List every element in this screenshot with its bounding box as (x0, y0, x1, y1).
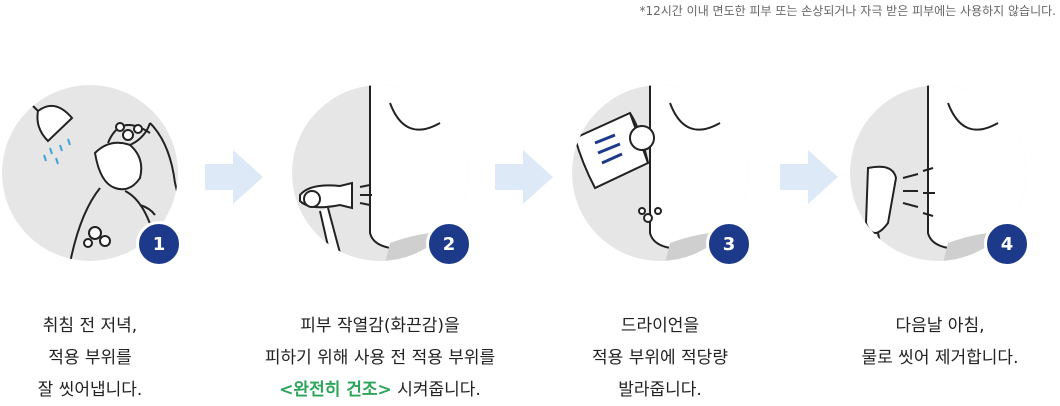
arrow-right-icon (205, 150, 263, 204)
step-1-illustration (2, 85, 178, 261)
step-3-number-badge: 3 (706, 221, 752, 267)
caption-line: 발라줍니다. (618, 380, 702, 400)
step-2-number-badge: 2 (426, 221, 472, 267)
caption-line: 피부 작열감(화끈감)을 (300, 316, 460, 336)
caption-line: 피하기 위해 사용 전 적용 부위를 (264, 348, 496, 368)
caption-line: 물로 씻어 제거합니다. (861, 348, 1019, 368)
step-4-caption: 다음날 아침, 물로 씻어 제거합니다. (790, 310, 1060, 374)
caption-suffix: 시켜줍니다. (391, 380, 481, 400)
caption-line: 적용 부위에 적당량 (592, 348, 728, 368)
step-4-number-badge: 4 (984, 221, 1030, 267)
caption-line: 다음날 아침, (895, 316, 985, 336)
step-3-caption: 드라이언을 적용 부위에 적당량 발라줍니다. (510, 310, 810, 406)
shower-head-icon (29, 102, 74, 165)
arrow-right-icon (780, 150, 838, 204)
caption-line: 적용 부위를 (48, 348, 132, 368)
arrow-right-icon (495, 150, 553, 204)
roll-on-bottle-icon (573, 111, 655, 190)
step-1-caption: 취침 전 저녁, 적용 부위를 잘 씻어냅니다. (0, 310, 240, 406)
step-2: 2 (290, 83, 472, 267)
usage-warning-note: *12시간 이내 면도한 피부 또는 손상되거나 자극 받은 피부에는 사용하지… (639, 4, 1056, 18)
caption-line: 잘 씻어냅니다. (37, 380, 143, 400)
step-2-caption: 피부 작열감(화끈감)을 피하기 위해 사용 전 적용 부위를 <완전히 건조>… (230, 310, 530, 406)
caption-line: 취침 전 저녁, (42, 316, 138, 336)
step-4: 4 (848, 83, 1030, 267)
step-1-number-badge: 1 (136, 221, 182, 267)
caption-line: <완전히 건조> 시켜줍니다. (230, 374, 530, 406)
caption-highlight: <완전히 건조> (279, 380, 392, 400)
step-3: 3 (570, 83, 752, 267)
step-1: 1 (0, 83, 182, 267)
step-3-illustration (572, 85, 748, 261)
caption-line: 드라이언을 (620, 316, 700, 336)
